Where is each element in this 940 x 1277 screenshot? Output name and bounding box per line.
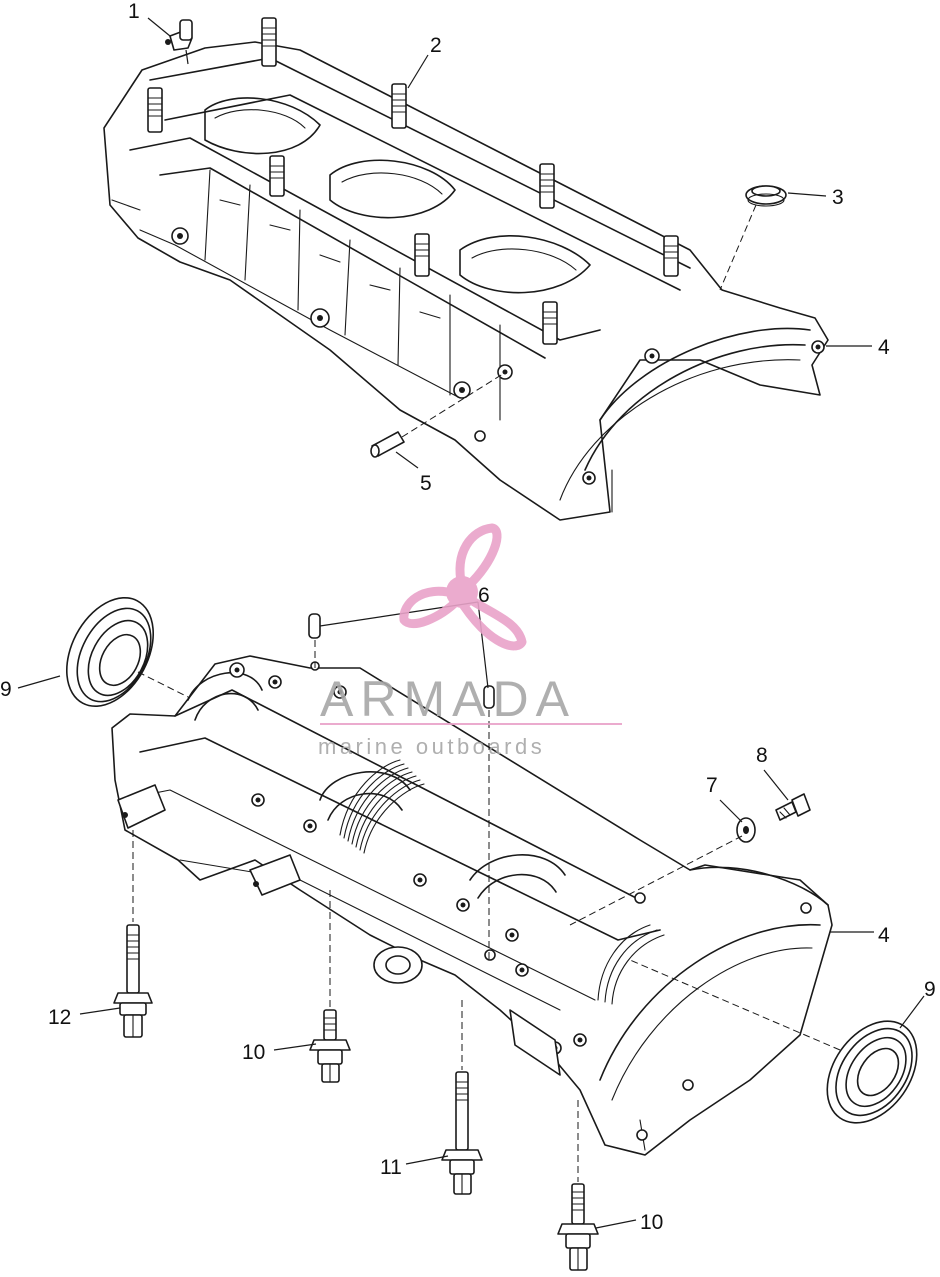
bolt-part-11 (441, 1000, 483, 1195)
propeller-icon (399, 523, 527, 651)
callout-12: 12 (48, 1006, 71, 1029)
bolt-part-10-bottom (557, 1100, 599, 1271)
armada-watermark: ARMADA marine outboards (318, 523, 622, 759)
oil-seal-left-part-9 (65, 596, 191, 708)
callout-6: 6 (478, 584, 490, 607)
bolt-part-10-left (309, 890, 351, 1083)
oil-seal-right-part-9 (629, 959, 918, 1124)
upper-crankcase-half (103, 17, 829, 521)
callout-2: 2 (430, 34, 442, 57)
crankcase-studs (147, 17, 679, 345)
leader-lines (17, 17, 925, 1229)
callout-numbers: 1 2 3 4 5 6 7 8 9 4 9 12 10 11 10 (0, 0, 936, 1234)
callout-4-upper: 4 (878, 336, 890, 359)
callout-7: 7 (706, 774, 718, 797)
callout-8: 8 (756, 744, 768, 767)
callout-1: 1 (128, 0, 140, 23)
watermark-tagline: marine outboards (318, 734, 545, 759)
lower-crankcase-half (111, 655, 833, 1156)
callout-5: 5 (420, 472, 432, 495)
callout-4-lower: 4 (878, 924, 890, 947)
callout-9-left: 9 (0, 678, 12, 701)
callout-9-right: 9 (924, 978, 936, 1001)
callout-10-bottom: 10 (640, 1211, 663, 1234)
dowel-pins-part-6 (308, 613, 495, 960)
main-bearing (339, 759, 425, 854)
callout-3: 3 (832, 186, 844, 209)
callout-11: 11 (380, 1156, 402, 1179)
dowel-pin-part-5 (370, 371, 507, 458)
grommet-part-3 (719, 185, 787, 291)
bolt-part-8 (569, 793, 811, 926)
washer-part-7 (736, 817, 756, 843)
bolt-part-12 (113, 830, 153, 1038)
elbow-fitting-part-1 (165, 19, 193, 65)
watermark-brand-name: ARMADA (320, 671, 576, 727)
callout-10-left: 10 (242, 1041, 265, 1064)
